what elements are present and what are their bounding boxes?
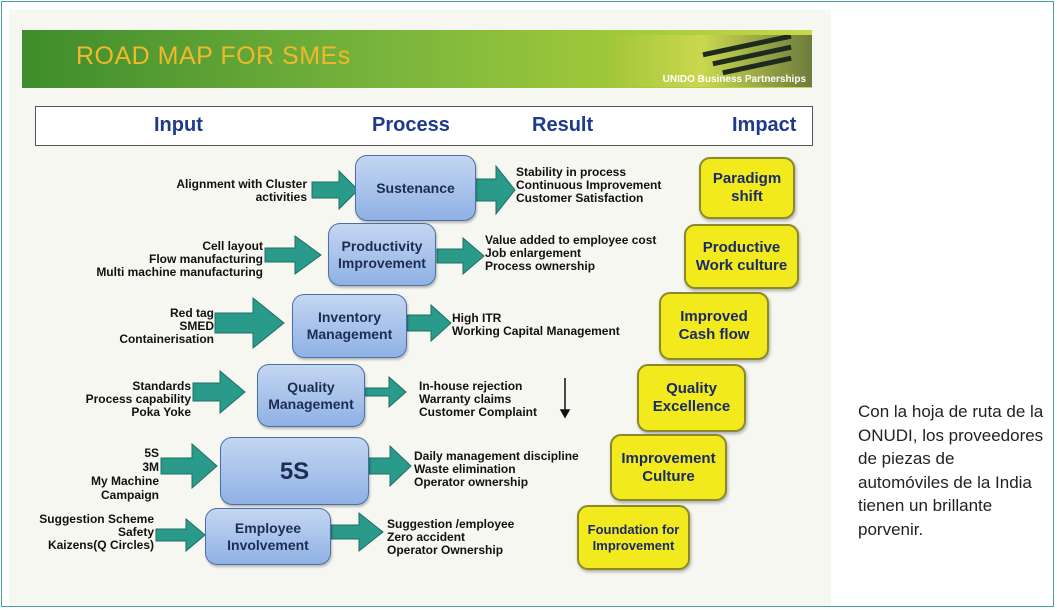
input-arrow-3 [214, 296, 285, 350]
logo-text: UNIDO Business Partnerships [662, 74, 806, 85]
process-box-employee: Employee Involvement [205, 508, 331, 565]
result-label-3: High ITR Working Capital Management [452, 311, 620, 338]
banner-title: ROAD MAP FOR SMEs [76, 42, 351, 70]
result-arrow-1 [474, 164, 516, 216]
result-label-4: In-house rejection Warranty claims Custo… [419, 379, 538, 419]
input-column-heading: Input [154, 114, 203, 136]
impact-box-foundation: Foundation for Improvement [577, 505, 690, 570]
process-box-productivity: Productivity Improvement [328, 223, 436, 286]
result-label-5: Daily management discipline Waste elimin… [414, 449, 579, 489]
impact-column-heading: Impact [732, 114, 797, 136]
result-arrow-6 [330, 511, 384, 553]
unido-logo: UNIDO Business Partnerships [612, 35, 812, 87]
input-arrow-6 [155, 517, 206, 553]
result-column-heading: Result [532, 114, 594, 136]
result-arrow-4 [363, 375, 407, 409]
process-box-sustenance: Sustenance [355, 155, 476, 221]
impact-box-quality-excellence: Quality Excellence [637, 364, 746, 432]
input-arrow-5 [160, 442, 218, 490]
input-label-4: Standards Process capability Poka Yoke [85, 379, 191, 419]
process-column-heading: Process [372, 114, 450, 136]
impact-box-improved-cash-flow: Improved Cash flow [659, 292, 769, 360]
flow-arrows [155, 164, 571, 553]
impact-box-improvement-culture: Improvement Culture [610, 434, 727, 501]
impact-box-paradigm-shift: Paradigm shift [699, 157, 795, 219]
column-header-bar: Input Process Result Impact [35, 106, 813, 146]
down-arrow [559, 378, 571, 419]
input-label-1: Alignment with Cluster activities [176, 177, 307, 204]
result-arrow-3 [406, 303, 452, 343]
title-banner: ROAD MAP FOR SMEs UNIDO Business Partner… [22, 30, 812, 88]
process-box-quality: Quality Management [257, 364, 365, 427]
input-label-5: 5S 3M My Machine Campaign [90, 446, 159, 502]
input-arrow-4 [192, 369, 246, 415]
result-label-2: Value added to employee cost Job enlarge… [485, 233, 657, 273]
result-label-6: Suggestion /employee Zero accident Opera… [387, 517, 515, 557]
input-arrow-1 [311, 169, 359, 211]
input-label-3: Red tag SMED Containerisation [119, 306, 214, 346]
input-label-6: Suggestion Scheme Safety Kaizens(Q Circl… [39, 512, 154, 552]
process-box-inventory: Inventory Management [292, 294, 407, 358]
input-arrow-2 [264, 235, 322, 275]
result-arrow-5 [368, 444, 412, 488]
impact-box-productive-work-culture: Productive Work culture [684, 224, 799, 289]
result-arrow-2 [436, 236, 485, 276]
result-label-1: Stability in process Continuous Improvem… [516, 165, 662, 205]
input-label-2: Cell layout Flow manufacturing Multi mac… [96, 239, 263, 279]
roadmap-slide: ROAD MAP FOR SMEs UNIDO Business Partner… [9, 10, 831, 606]
process-box-5s: 5S [220, 437, 369, 505]
figure-caption: Con la hoja de ruta de la ONUDI, los pro… [858, 402, 1044, 539]
